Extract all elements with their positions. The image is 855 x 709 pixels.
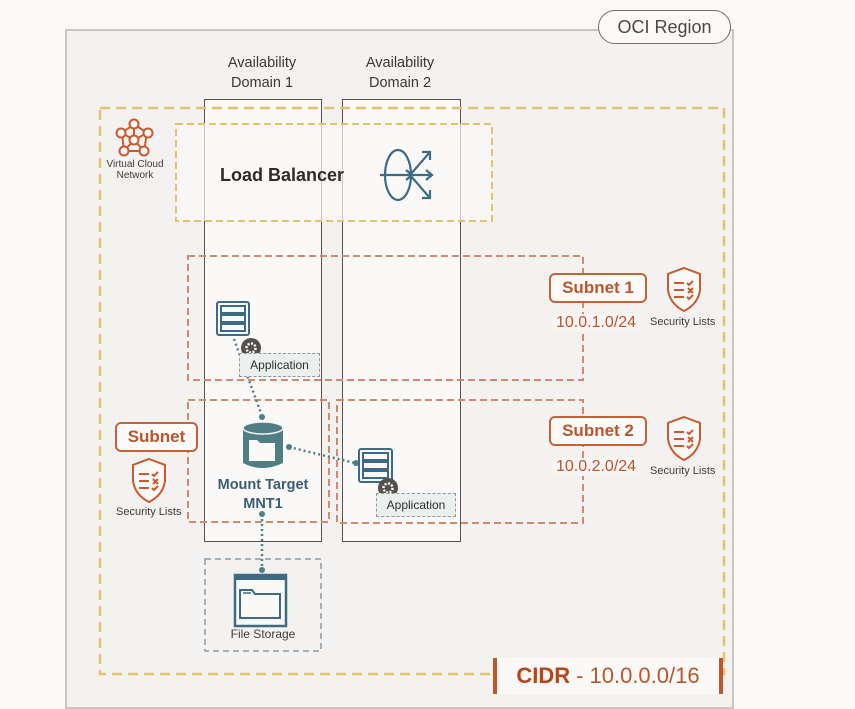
subnet-private-security-label: Security Lists <box>116 506 182 518</box>
vcn-boundary <box>98 106 726 676</box>
load-balancer-box <box>175 123 493 222</box>
subnet2-security-label: Security Lists <box>650 465 716 477</box>
file-storage-box <box>204 558 322 652</box>
subnet2-cidr: 10.0.2.0/24 <box>552 458 641 476</box>
shield-icon <box>132 457 166 504</box>
subnet2-boundary <box>336 399 584 524</box>
ad2-header-line2: Domain 2 <box>368 75 432 91</box>
mount-target-icon <box>242 421 284 468</box>
shield-icon <box>667 415 701 462</box>
vcn-label: Virtual Cloud Network <box>102 159 168 181</box>
load-balancer-label: Load Balancer <box>220 165 345 185</box>
server-icon <box>216 301 250 336</box>
ad2-header-line1: Availability <box>365 55 435 71</box>
application2-label: Application <box>376 493 456 517</box>
connector-app1-mount <box>232 338 264 417</box>
cidr-value: 10.0.0.0/16 <box>589 663 700 688</box>
ad1-header-line1: Availability <box>227 55 297 71</box>
subnet1-security-label: Security Lists <box>650 316 716 328</box>
subnet1-tag: Subnet 1 <box>549 273 647 303</box>
subnet2-tag: Subnet 2 <box>549 416 647 446</box>
cidr-label: CIDR <box>516 663 571 688</box>
file-storage-icon <box>233 573 288 628</box>
ad1-header-line2: Domain 1 <box>230 75 294 91</box>
subnet1-cidr: 10.0.1.0/24 <box>552 314 641 332</box>
application1-label: Application <box>239 353 320 377</box>
cidr-separator: - <box>576 663 584 688</box>
vcn-cidr-bar: CIDR - 10.0.0.0/16 <box>493 658 723 694</box>
connector-mount-app2 <box>288 445 356 465</box>
region-label: OCI Region <box>598 10 731 44</box>
vcn-label-line2: Network <box>116 170 154 181</box>
connector-dot <box>353 460 359 466</box>
connector-dot <box>259 567 265 573</box>
vcn-icon <box>115 118 154 157</box>
mount-target-label: Mount Target MNT1 <box>203 476 323 514</box>
connector-dot <box>259 414 265 420</box>
diagram-overlay <box>98 106 726 676</box>
connector-dot <box>286 444 292 450</box>
subnet-private-boundary <box>187 399 330 523</box>
ad1-header: Availability Domain 1 <box>202 53 322 93</box>
connector-dot <box>259 511 265 517</box>
server-icon <box>358 448 393 483</box>
file-storage-label: File Storage <box>230 627 296 641</box>
subnet-private-tag: Subnet <box>115 422 198 452</box>
ad2-header: Availability Domain 2 <box>340 53 460 93</box>
mount-target-line2: MNT1 <box>243 496 283 512</box>
vcn-label-line1: Virtual Cloud <box>106 159 164 170</box>
mount-target-line1: Mount Target <box>217 477 309 493</box>
shield-icon <box>667 266 701 313</box>
load-balancer-icon <box>380 148 434 202</box>
